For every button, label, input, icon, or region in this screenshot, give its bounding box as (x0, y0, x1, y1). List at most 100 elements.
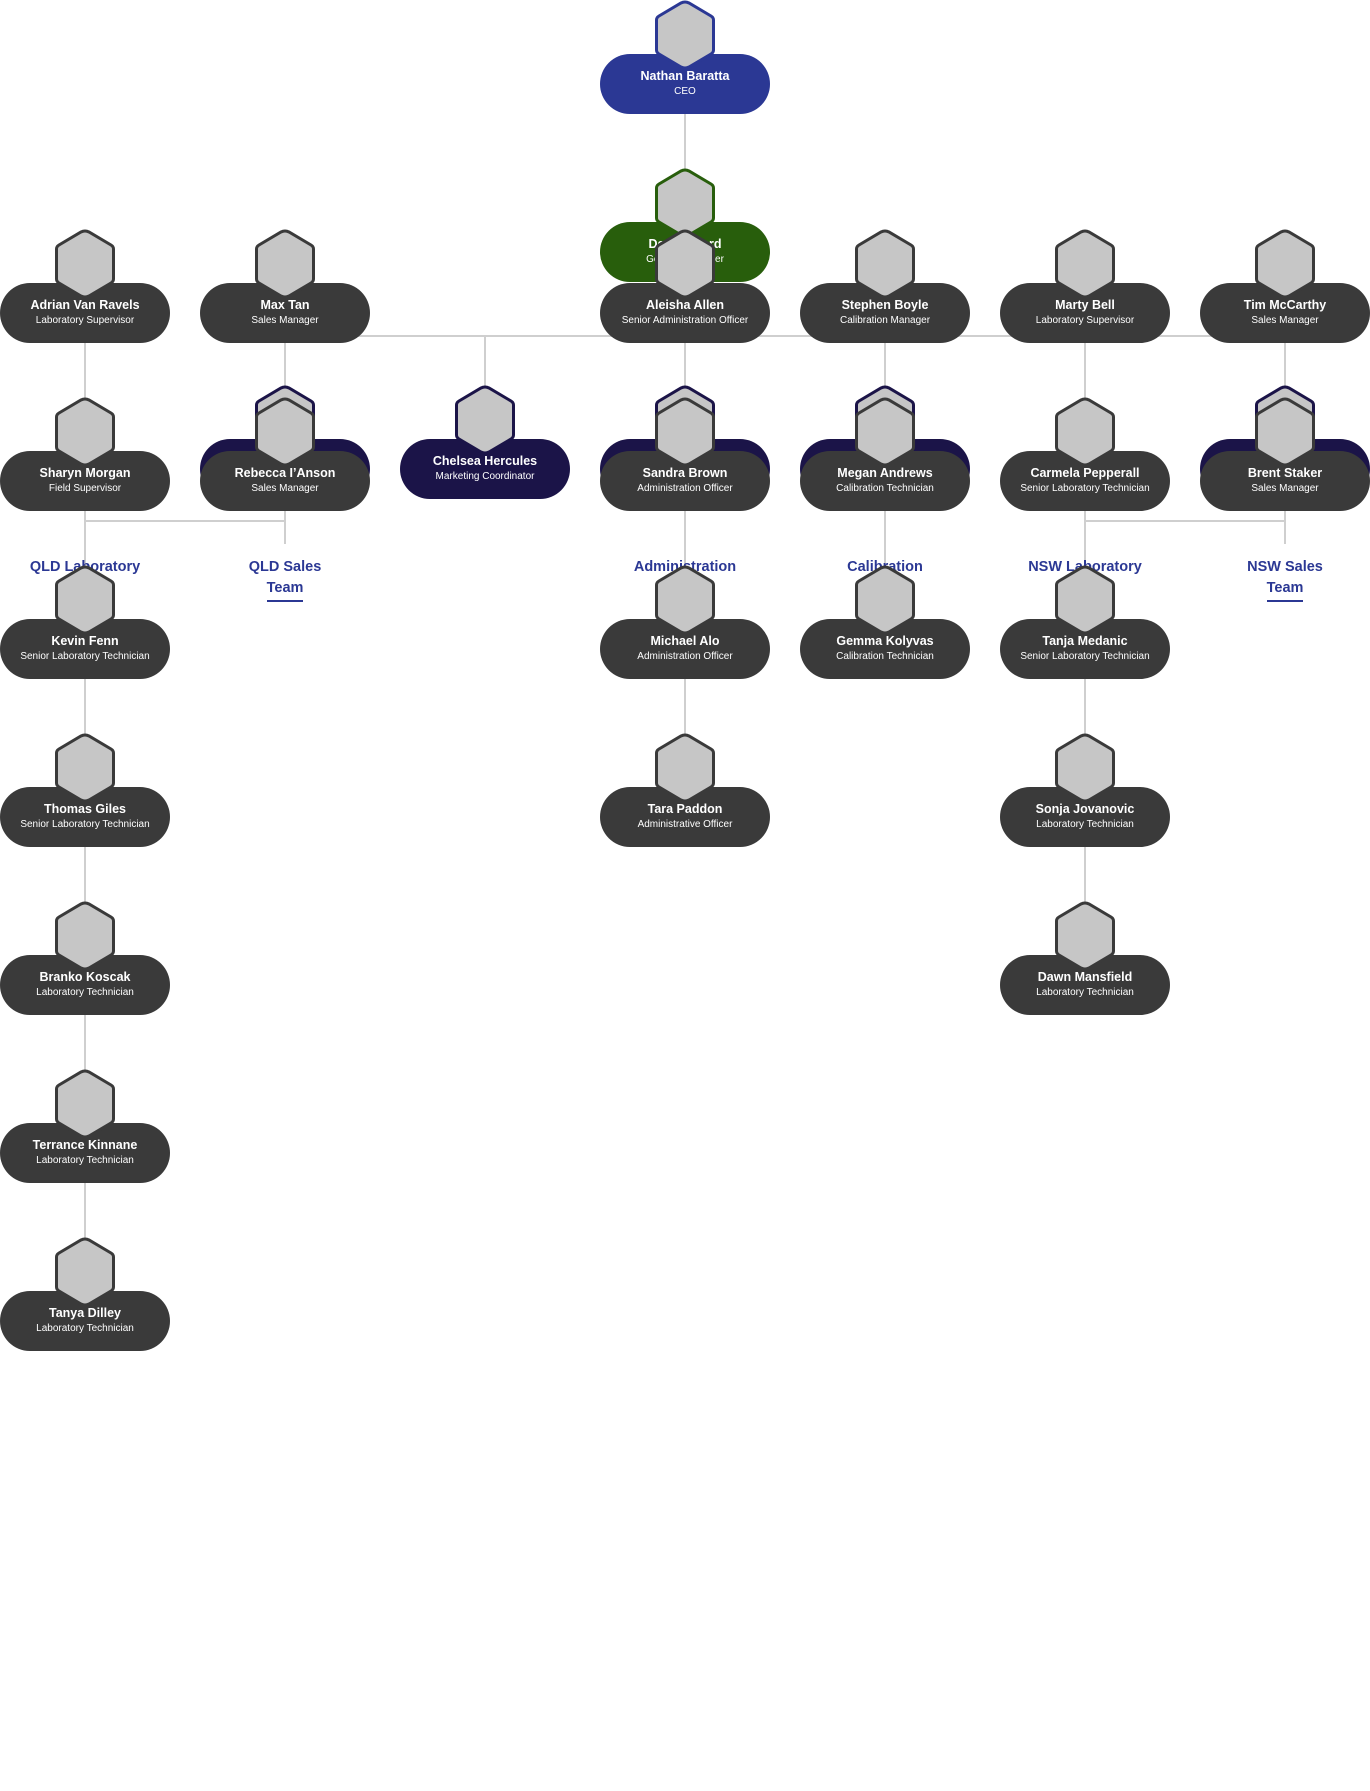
hexagon-avatar-icon (55, 229, 115, 299)
hexagon-avatar-icon (55, 1237, 115, 1307)
person-name: Tanja Medanic (1042, 634, 1128, 648)
person-name: Kevin Fenn (51, 634, 119, 648)
hexagon-avatar-icon (1255, 229, 1315, 299)
person-role: Senior Laboratory Technician (1020, 483, 1150, 494)
person-role: Calibration Technician (836, 651, 934, 662)
person-role: Laboratory Technician (36, 1323, 134, 1334)
hexagon-avatar-icon (55, 901, 115, 971)
hexagon-avatar-icon (855, 565, 915, 635)
avatar-hexagon-shape (55, 733, 115, 803)
avatar-hexagon-shape (1055, 397, 1115, 467)
hexagon-avatar-icon (1055, 229, 1115, 299)
person-name: Nathan Baratta (640, 69, 730, 83)
person-role: Senior Administration Officer (621, 315, 749, 326)
avatar-hexagon-shape (55, 1237, 115, 1307)
hexagon-avatar-icon (655, 397, 715, 467)
person-name: Sharyn Morgan (39, 466, 131, 480)
person-name: Brent Staker (1247, 466, 1323, 480)
hexagon-avatar-icon (455, 385, 515, 455)
avatar-hexagon-shape (855, 229, 915, 299)
hexagon-avatar-icon (1255, 397, 1315, 467)
person-role: Field Supervisor (48, 483, 122, 494)
person-role: Sales Manager (1251, 315, 1319, 326)
person-role: Laboratory Technician (36, 987, 134, 998)
person-role: Administration Officer (637, 483, 733, 494)
person-name: Stephen Boyle (841, 298, 929, 312)
person-role: CEO (674, 86, 696, 97)
hexagon-avatar-icon (855, 229, 915, 299)
hexagon-avatar-icon (255, 229, 315, 299)
hexagon-avatar-icon (1055, 565, 1115, 635)
hexagon-avatar-icon (655, 229, 715, 299)
person-role: Sales Manager (1251, 483, 1319, 494)
person-name: Thomas Giles (44, 802, 126, 816)
person-name: Sonja Jovanovic (1035, 802, 1135, 816)
team-label-line1: QLD Sales (248, 559, 322, 575)
avatar-hexagon-shape (255, 397, 315, 467)
avatar-hexagon-shape (55, 565, 115, 635)
hexagon-avatar-icon (655, 733, 715, 803)
person-role: Sales Manager (251, 315, 319, 326)
avatar-hexagon-shape (455, 385, 515, 455)
person-name: Carmela Pepperall (1030, 466, 1140, 480)
person-name: Tara Paddon (647, 802, 723, 816)
avatar-hexagon-shape (55, 901, 115, 971)
person-name: Megan Andrews (837, 466, 933, 480)
avatar-hexagon-shape (855, 397, 915, 467)
person-role: Calibration Technician (836, 483, 934, 494)
hexagon-avatar-icon (255, 397, 315, 467)
avatar-hexagon-shape (855, 565, 915, 635)
person-role: Senior Laboratory Technician (20, 651, 150, 662)
team-label-line1: NSW Sales (1247, 559, 1323, 575)
avatar-hexagon-shape (1055, 901, 1115, 971)
person-name: Aleisha Allen (645, 298, 725, 312)
hexagon-avatar-icon (55, 397, 115, 467)
avatar-hexagon-shape (655, 229, 715, 299)
avatar-hexagon-shape (655, 168, 715, 238)
avatar-hexagon-shape (1055, 733, 1115, 803)
avatar-hexagon-shape (655, 0, 715, 70)
hexagon-avatar-icon (655, 0, 715, 70)
person-name: Chelsea Hercules (432, 454, 538, 468)
person-name: Gemma Kolyvas (836, 634, 934, 648)
person-role: Marketing Coordinator (435, 471, 535, 482)
person-role: Calibration Manager (839, 315, 931, 326)
avatar-hexagon-shape (1255, 397, 1315, 467)
person-name: Tim McCarthy (1243, 298, 1327, 312)
hexagon-avatar-icon (55, 733, 115, 803)
person-role: Senior Laboratory Technician (20, 819, 150, 830)
person-name: Max Tan (260, 298, 310, 312)
team-label-line2: Team (266, 578, 304, 602)
